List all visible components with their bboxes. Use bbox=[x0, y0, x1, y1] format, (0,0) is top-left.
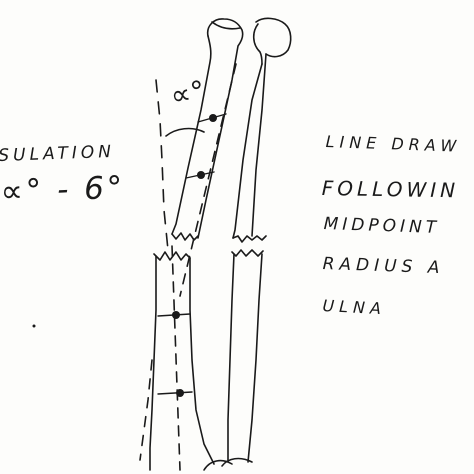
angulation-label: SULATION bbox=[0, 141, 116, 166]
ulna-distal bbox=[221, 249, 264, 467]
midpoint-line-4 bbox=[157, 391, 193, 395]
midpoint-dot-1 bbox=[209, 114, 217, 122]
reference-line bbox=[155, 79, 169, 251]
angle-label: ∝° bbox=[168, 74, 208, 113]
radius-distal-fragment bbox=[149, 251, 233, 471]
caption-line-5: ULNA bbox=[322, 296, 387, 319]
radius-proximal-fragment bbox=[171, 18, 244, 241]
pen-dot bbox=[32, 324, 36, 328]
midpoint-dot-3 bbox=[172, 311, 180, 319]
midpoint-dot-2 bbox=[197, 171, 205, 179]
reference-line-lower bbox=[139, 359, 153, 461]
angle-arc bbox=[165, 127, 205, 137]
caption-line-3: MIDPOINT bbox=[323, 214, 441, 239]
caption-line-4: RADIUS A bbox=[322, 254, 445, 279]
ulna-proximal bbox=[232, 17, 292, 243]
caption-line-2: FOLLOWIN bbox=[321, 176, 460, 203]
proximal-radius-axis bbox=[179, 63, 237, 297]
midpoint-dot-4 bbox=[176, 389, 184, 397]
angulation-range: ∝° - 6° bbox=[0, 169, 126, 210]
distal-radius-axis bbox=[171, 245, 181, 471]
